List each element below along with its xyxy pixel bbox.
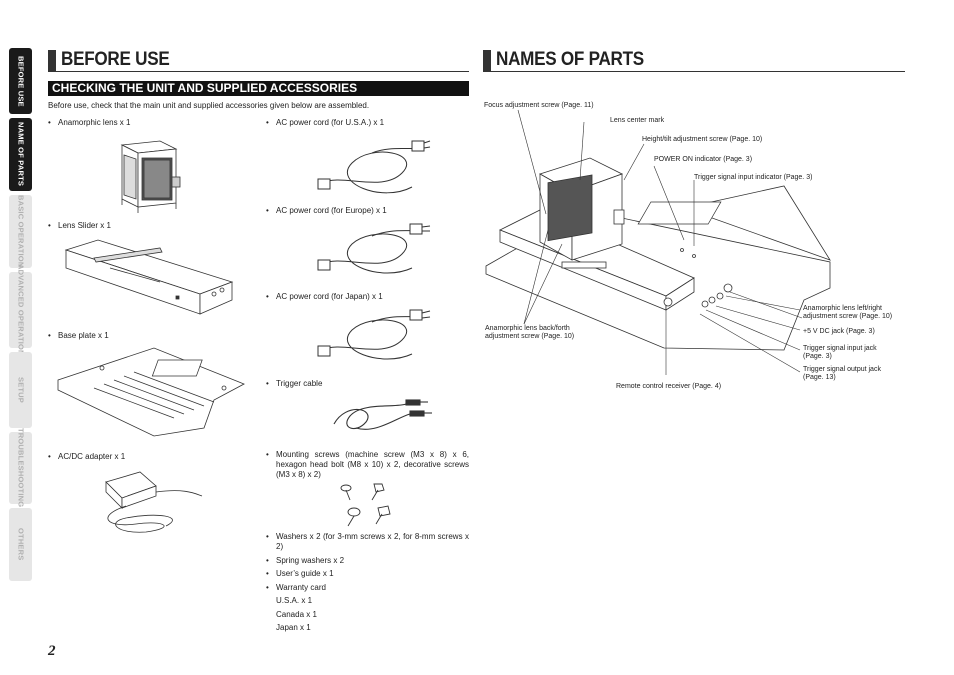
page-title: BEFORE USE bbox=[61, 49, 170, 70]
item-warranty-card: Warranty card bbox=[266, 583, 326, 593]
tab-setup[interactable]: SETUP bbox=[9, 352, 32, 428]
callout-trigger-output-jack-1: Trigger signal output jack bbox=[803, 366, 881, 373]
anamorphic-lens-illustration bbox=[120, 140, 181, 213]
item-cord-europe: AC power cord (for Europe) x 1 bbox=[266, 206, 387, 216]
base-plate-illustration bbox=[57, 347, 245, 437]
lens-slider-illustration bbox=[64, 239, 234, 315]
names-of-parts-diagram bbox=[485, 109, 831, 375]
title-marker bbox=[48, 50, 56, 71]
warranty-japan: Japan x 1 bbox=[276, 623, 311, 632]
item-trigger-cable: Trigger cable bbox=[266, 379, 322, 389]
trigger-cable-illustration bbox=[333, 399, 432, 430]
item-spring-washers: Spring washers x 2 bbox=[266, 556, 344, 566]
ac-cord-japan-illustration bbox=[317, 309, 431, 360]
item-mounting-screws: Mounting screws (machine screw (M3 x 8) … bbox=[266, 450, 469, 480]
page-number: 2 bbox=[48, 643, 56, 659]
warranty-canada: Canada x 1 bbox=[276, 610, 317, 619]
callout-trigger-input-jack-2: (Page. 3) bbox=[803, 353, 832, 360]
item-anamorphic-lens: Anamorphic lens x 1 bbox=[48, 118, 131, 128]
mounting-screws-illustration bbox=[340, 483, 391, 527]
item-cord-japan: AC power cord (for Japan) x 1 bbox=[266, 292, 383, 302]
ac-cord-usa-illustration bbox=[317, 140, 431, 194]
item-ac-dc-adapter: AC/DC adapter x 1 bbox=[48, 452, 125, 462]
ac-cord-europe-illustration bbox=[317, 223, 431, 274]
item-users-guide: User’s guide x 1 bbox=[266, 569, 333, 579]
item-base-plate: Base plate x 1 bbox=[48, 331, 109, 341]
tab-name-of-parts[interactable]: NAME OF PARTS bbox=[9, 118, 32, 191]
intro-text: Before use, check that the main unit and… bbox=[48, 101, 370, 110]
warranty-usa: U.S.A. x 1 bbox=[276, 596, 313, 605]
tab-before-use[interactable]: BEFORE USE bbox=[9, 48, 32, 114]
tab-others[interactable]: OTHERS bbox=[9, 508, 32, 581]
callout-focus-screw: Focus adjustment screw (Page. 11) bbox=[484, 102, 594, 109]
tab-basic-operation[interactable]: BASIC OPERATION bbox=[9, 195, 32, 268]
subsection-heading: CHECKING THE UNIT AND SUPPLIED ACCESSORI… bbox=[48, 81, 469, 96]
title-marker bbox=[483, 50, 491, 71]
ac-dc-adapter-illustration bbox=[105, 471, 203, 533]
item-washers: Washers x 2 (for 3-mm screws x 2, for 8-… bbox=[266, 532, 469, 552]
callout-trigger-output-jack-2: (Page. 13) bbox=[803, 374, 836, 381]
callout-power-on-indicator: POWER ON indicator (Page. 3) bbox=[654, 156, 753, 163]
callout-left-right-screw-2: adjustment screw (Page. 10) bbox=[803, 313, 893, 320]
item-lens-slider: Lens Slider x 1 bbox=[48, 221, 111, 231]
section-title-names-of-parts: NAMES OF PARTS bbox=[483, 49, 905, 72]
callout-trigger-input-jack-1: Trigger signal input jack bbox=[803, 345, 877, 352]
callout-back-forth-screw-1: Anamorphic lens back/forth bbox=[485, 325, 570, 332]
callout-remote-receiver: Remote control receiver (Page. 4) bbox=[616, 383, 722, 390]
callout-back-forth-screw-2: adjustment screw (Page. 10) bbox=[485, 333, 575, 340]
callout-height-tilt-screw: Height/tilt adjustment screw (Page. 10) bbox=[642, 136, 763, 143]
tab-advanced-operation[interactable]: ADVANCED OPERATION bbox=[9, 264, 32, 356]
callout-left-right-screw-1: Anamorphic lens left/right bbox=[803, 305, 882, 312]
callout-dc-jack: +5 V DC jack (Page. 3) bbox=[803, 328, 875, 335]
item-cord-usa: AC power cord (for U.S.A.) x 1 bbox=[266, 118, 384, 128]
callout-trigger-input-indicator: Trigger signal input indicator (Page. 3) bbox=[694, 174, 813, 181]
callout-lens-center-mark: Lens center mark bbox=[610, 117, 665, 124]
tab-troubleshooting[interactable]: TROUBLESHOOTING bbox=[9, 428, 32, 508]
section-title-before-use: BEFORE USE bbox=[48, 49, 469, 72]
side-tabs: BEFORE USE NAME OF PARTS BASIC OPERATION… bbox=[9, 48, 32, 585]
names-of-parts-title: NAMES OF PARTS bbox=[496, 49, 644, 70]
